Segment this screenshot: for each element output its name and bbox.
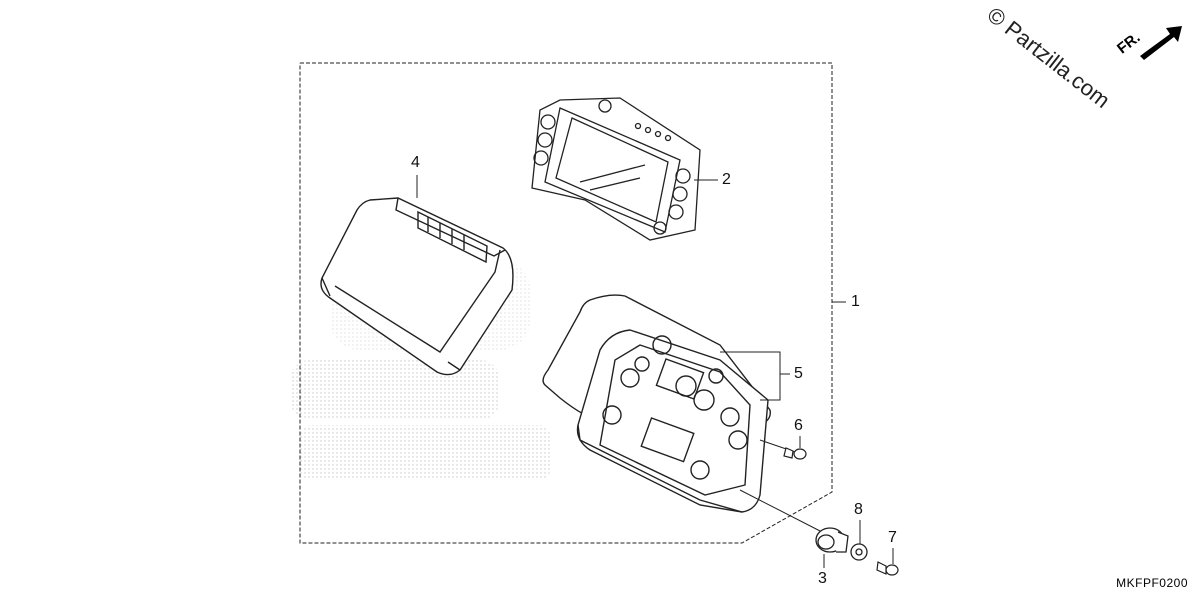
front-arrow-icon <box>1140 26 1182 60</box>
part-2-display <box>531 97 701 241</box>
leader-5 <box>720 351 781 401</box>
part-6-screw <box>759 439 807 460</box>
callout-3: 3 <box>818 570 827 587</box>
assembly-boundary <box>299 62 833 544</box>
callout-4: 4 <box>411 154 420 171</box>
part-4-cover <box>320 197 514 376</box>
diagram-code: MKFPF0200 <box>1116 576 1188 590</box>
part-8-washer <box>850 543 868 561</box>
part-7-screw <box>876 561 899 576</box>
callout-5: 5 <box>794 365 803 382</box>
callout-1: 1 <box>851 293 860 310</box>
part-5-case <box>542 294 771 513</box>
case-bosses <box>602 335 748 480</box>
callout-6: 6 <box>794 417 803 434</box>
display-bosses <box>533 99 691 235</box>
display-leds <box>634 122 672 142</box>
callout-8: 8 <box>854 501 863 518</box>
part-3-grommet <box>739 489 849 553</box>
callout-7: 7 <box>888 529 897 546</box>
callout-2: 2 <box>722 171 731 188</box>
